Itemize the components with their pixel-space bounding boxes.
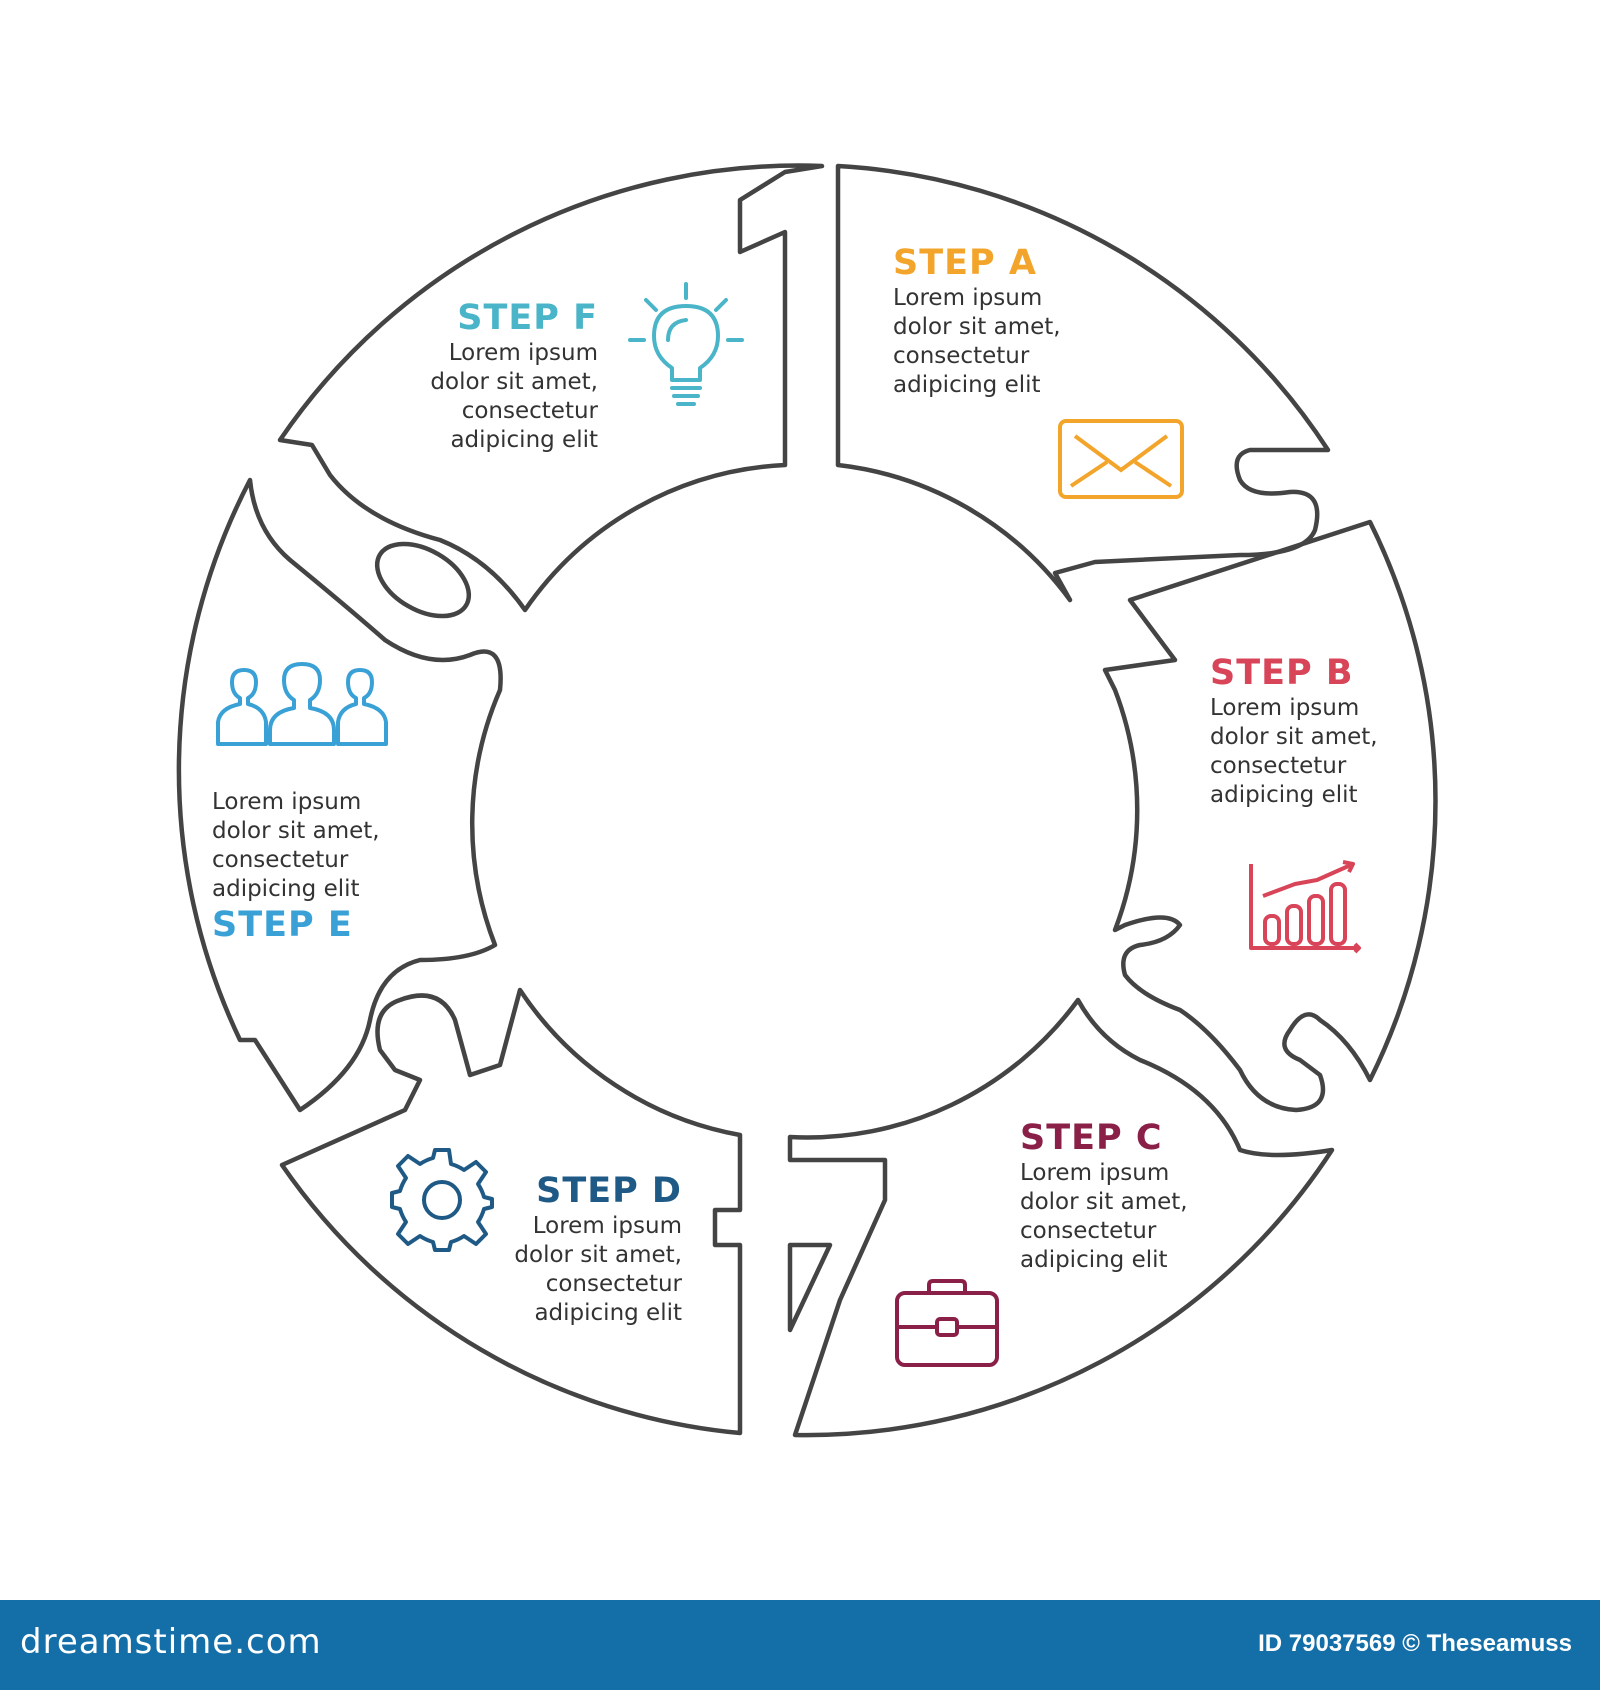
ring-diagram (176, 163, 1438, 1438)
step-c-line: adipicing elit (1020, 1247, 1168, 1273)
step-f-description: Lorem ipsum dolor sit amet, consectetur … (318, 339, 598, 455)
lightbulb-icon (628, 282, 744, 406)
step-f-title: STEP F (457, 298, 598, 338)
step-c-description: Lorem ipsum dolor sit amet, consectetur … (1020, 1159, 1300, 1275)
step-d-line: dolor sit amet, (514, 1242, 682, 1268)
step-b-line: adipicing elit (1210, 782, 1358, 808)
step-b-line: dolor sit amet, (1210, 724, 1378, 750)
step-d-line: consectetur (545, 1271, 682, 1297)
step-c-line: dolor sit amet, (1020, 1189, 1188, 1215)
ring-segment-step-e (176, 477, 503, 1113)
ring-segment-step-b (1102, 519, 1438, 1113)
envelope-icon (1058, 419, 1184, 499)
footer-bar: dreamstime.com ID 79037569 © Theseamuss (0, 1600, 1600, 1690)
step-e-block: Lorem ipsum dolor sit amet, consectetur … (212, 788, 492, 946)
briefcase-icon (895, 1279, 999, 1367)
step-c-title: STEP C (1020, 1118, 1163, 1158)
ring-segment-step-a (835, 163, 1331, 603)
step-f-line: adipicing elit (450, 427, 598, 453)
step-d-title: STEP D (536, 1171, 682, 1211)
step-e-description: Lorem ipsum dolor sit amet, consectetur … (212, 788, 492, 904)
step-e-line: dolor sit amet, (212, 818, 380, 844)
step-b-description: Lorem ipsum dolor sit amet, consectetur … (1210, 694, 1490, 810)
brand-logo-text[interactable]: dreamstime.com (20, 1622, 322, 1662)
step-a-line: dolor sit amet, (893, 314, 1061, 340)
step-d-block: STEP D Lorem ipsum dolor sit amet, conse… (402, 1170, 682, 1328)
step-a-title: STEP A (893, 243, 1037, 283)
step-b-title: STEP B (1210, 653, 1354, 693)
step-d-line: Lorem ipsum (532, 1213, 682, 1239)
ring-segment-step-f (277, 163, 825, 613)
step-a-line: consectetur (893, 343, 1030, 369)
step-c-line: Lorem ipsum (1020, 1160, 1170, 1186)
step-f-line: Lorem ipsum (448, 340, 598, 366)
step-b-line: Lorem ipsum (1210, 695, 1360, 721)
step-d-description: Lorem ipsum dolor sit amet, consectetur … (402, 1212, 682, 1328)
step-a-description: Lorem ipsum dolor sit amet, consectetur … (893, 284, 1173, 400)
image-credit: ID 79037569 © Theseamuss (1258, 1630, 1572, 1657)
step-e-line: Lorem ipsum (212, 789, 362, 815)
bar-chart-growth-icon (1249, 860, 1361, 954)
ring-segment-step-c (787, 997, 1335, 1438)
ring-segment-step-d (279, 987, 743, 1436)
gear-icon (390, 1148, 494, 1252)
step-d-line: adipicing elit (534, 1300, 682, 1326)
step-a-line: Lorem ipsum (893, 285, 1043, 311)
people-group-icon (216, 662, 388, 746)
step-f-block: STEP F Lorem ipsum dolor sit amet, conse… (318, 297, 598, 455)
step-e-line: adipicing elit (212, 876, 360, 902)
step-b-block: STEP B Lorem ipsum dolor sit amet, conse… (1210, 652, 1490, 810)
step-c-line: consectetur (1020, 1218, 1157, 1244)
ring-segment-step-e-hole (374, 541, 472, 619)
step-f-line: dolor sit amet, (430, 369, 598, 395)
step-c-block: STEP C Lorem ipsum dolor sit amet, conse… (1020, 1117, 1300, 1275)
step-b-line: consectetur (1210, 753, 1347, 779)
step-a-line: adipicing elit (893, 372, 1041, 398)
step-e-line: consectetur (212, 847, 349, 873)
step-f-line: consectetur (461, 398, 598, 424)
step-e-title: STEP E (212, 905, 353, 945)
step-a-block: STEP A Lorem ipsum dolor sit amet, conse… (893, 242, 1173, 400)
